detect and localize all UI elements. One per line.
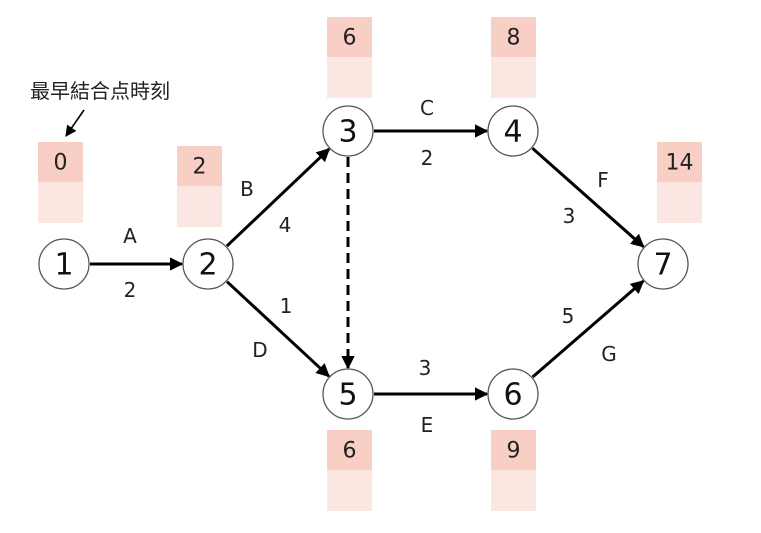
node-circle [637,238,689,290]
nodes-layer: 1 2 3 4 5 6 7 [38,105,689,420]
earliest-time-value: 9 [507,439,521,464]
node-3: 3 [322,105,374,157]
time-box-bottom [491,470,536,511]
earliest-time-box-node-7: 14 [657,142,702,223]
edge-activity-label: B [240,177,254,201]
time-box-top [491,17,536,57]
earliest-time-value: 0 [54,151,68,176]
node-label: 5 [338,378,357,413]
earliest-time-box-node-4: 8 [491,17,536,98]
edge-duration-label: 5 [562,304,575,328]
node-circle [322,105,374,157]
earliest-time-value: 8 [507,26,521,51]
time-box-bottom [177,186,222,227]
node-circle [487,368,539,420]
earliest-time-value: 2 [193,155,207,180]
edge-duration-label: 4 [279,213,292,237]
edge-duration-label: 3 [563,204,576,228]
edge-arrow-4-7 [531,147,645,248]
node-label: 6 [503,378,522,413]
time-box-top [657,142,702,182]
node-7: 7 [637,238,689,290]
caption-pointer-arrow [65,109,85,137]
earliest-time-box-node-6: 9 [491,430,536,511]
edge-activity-label: F [597,168,609,192]
edge-duration-label: 3 [419,356,432,380]
time-box-top [327,17,372,57]
node-circle [487,105,539,157]
earliest-time-value: 14 [666,151,694,176]
time-box-bottom [327,57,372,98]
edge-activity-label: E [421,413,434,437]
node-label: 4 [503,115,522,150]
earliest-time-box-node-5: 6 [327,430,372,511]
edge-activity-label: C [420,96,434,120]
earliest-time-value: 6 [343,26,357,51]
edge-arrow-2-5 [226,280,330,378]
node-label: 7 [653,248,672,283]
node-6: 6 [487,368,539,420]
node-circle [182,238,234,290]
node-label: 1 [54,248,73,283]
edge-arrow-6-7 [531,279,645,379]
edge-duration-label: 1 [280,294,293,318]
time-box-top [327,430,372,470]
caption-label: 最早結合点時刻 [30,79,170,103]
earliest-time-box-node-1: 0 [38,142,83,223]
edge-activity-label: D [252,338,267,362]
edge-activity-label: A [123,224,137,248]
node-2: 2 [182,238,234,290]
time-box-top [177,146,222,186]
node-1: 1 [38,238,90,290]
earliest-time-value: 6 [343,439,357,464]
edge-duration-label: 2 [421,146,434,170]
edge-activity-label: G [601,342,617,366]
time-box-top [38,142,83,182]
node-circle [38,238,90,290]
time-box-bottom [38,182,83,223]
node-label: 2 [198,248,217,283]
node-circle [322,368,374,420]
time-box-bottom [491,57,536,98]
earliest-time-box-node-3: 6 [327,17,372,98]
time-box-top [491,430,536,470]
edge-arrow-2-3 [225,147,331,248]
node-4: 4 [487,105,539,157]
edge-duration-label: 2 [124,278,137,302]
time-box-bottom [327,470,372,511]
time-box-bottom [657,182,702,223]
node-label: 3 [338,115,357,150]
node-5: 5 [322,368,374,420]
earliest-time-box-node-2: 2 [177,146,222,227]
